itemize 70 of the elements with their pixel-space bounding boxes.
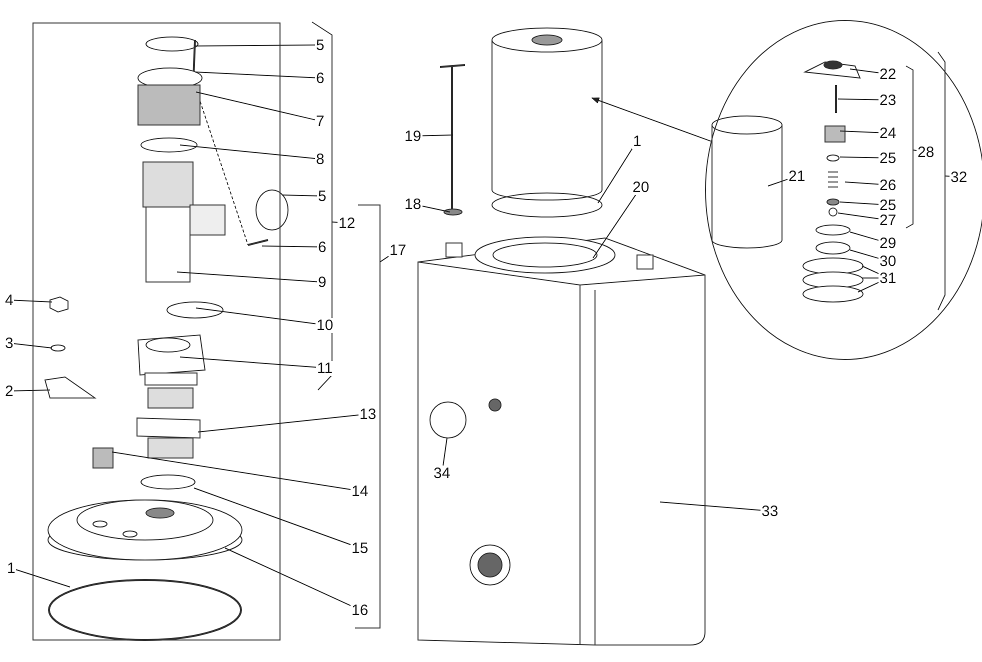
leader-line <box>194 488 351 546</box>
bracket <box>906 66 914 228</box>
leader-line <box>838 212 879 220</box>
leader-line <box>840 130 879 134</box>
leader-line <box>16 569 70 588</box>
leader-line <box>194 72 316 78</box>
callout-number: 1 <box>632 134 642 148</box>
callout-number: 26 <box>878 178 898 192</box>
callout-number: 19 <box>404 128 422 144</box>
callout-number: 33 <box>760 504 780 518</box>
callout-number: 21 <box>788 168 806 184</box>
callout-number: 29 <box>878 236 898 250</box>
leader-line <box>660 502 761 511</box>
leader-line <box>850 250 879 259</box>
callout-number: 12 <box>338 216 356 230</box>
leader-line <box>598 148 633 204</box>
leader-line <box>850 68 879 74</box>
leader-line <box>844 182 879 185</box>
bracket <box>938 52 946 310</box>
callout-number: 18 <box>404 196 422 212</box>
callout-number: 1 <box>6 560 16 576</box>
leader-line <box>224 548 351 606</box>
callout-number: 24 <box>878 126 898 140</box>
leader-line <box>912 150 917 151</box>
leader-line <box>840 202 879 205</box>
leader-line <box>198 414 359 432</box>
leader-line <box>180 144 316 159</box>
leader-line <box>262 246 318 248</box>
leader-line <box>196 92 316 120</box>
leader-line <box>768 178 788 186</box>
leader-line <box>422 206 450 212</box>
leader-line <box>442 438 448 466</box>
leader-line <box>176 272 318 282</box>
leader-line <box>196 308 316 324</box>
callout-number: 32 <box>950 170 968 184</box>
leader-line <box>592 194 636 258</box>
leader-line <box>840 156 879 158</box>
leader-line <box>180 356 316 368</box>
callout-number: 25 <box>878 150 898 166</box>
bracket <box>354 204 380 628</box>
leader-line <box>14 300 52 302</box>
leader-line <box>850 232 879 241</box>
callout-number: 30 <box>878 254 898 268</box>
callout-number: 31 <box>878 270 898 286</box>
callout-number: 25 <box>878 198 898 212</box>
callout-number: 4 <box>4 292 14 308</box>
callout-number: 3 <box>4 336 14 350</box>
callout-number: 14 <box>350 484 370 498</box>
leader-line <box>422 134 454 136</box>
callout-number: 2 <box>4 384 14 398</box>
callout-number: 16 <box>350 602 370 618</box>
leader-line <box>332 222 338 223</box>
leader-line <box>380 256 389 262</box>
leader-line <box>858 282 879 292</box>
callout-number: 27 <box>878 212 898 228</box>
leader-line <box>838 98 879 100</box>
callout-number: 17 <box>388 242 408 258</box>
callout-number: 15 <box>350 540 370 556</box>
leader-line <box>282 194 318 196</box>
callout-number: 28 <box>916 144 936 160</box>
arrow <box>591 97 712 142</box>
leader-line <box>112 452 351 490</box>
leader-line <box>14 390 50 392</box>
bracket <box>312 22 332 390</box>
leader-line <box>862 266 879 274</box>
leader-line <box>194 44 316 46</box>
leader-line <box>14 343 52 348</box>
callout-number: 22 <box>878 66 898 82</box>
callout-number: 20 <box>632 180 650 194</box>
callout-number: 23 <box>878 92 898 108</box>
